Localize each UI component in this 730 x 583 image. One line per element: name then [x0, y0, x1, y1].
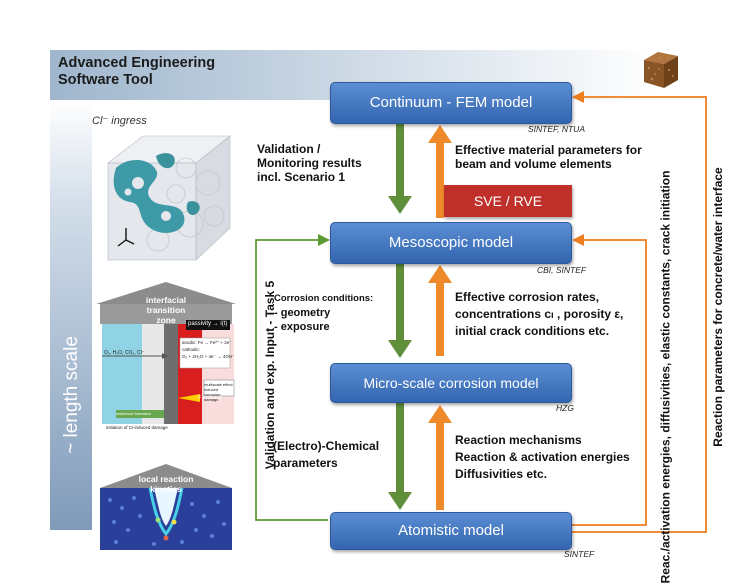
corrosion-conditions-title: Corrosion conditions:: [274, 293, 374, 304]
itz-image: [96, 282, 236, 424]
micro-scale-corrosion-model-label: Micro-scale corrosion model: [363, 375, 539, 391]
itz-rust-caption: multiscale effect induced corrosion dama…: [204, 382, 233, 402]
effective-corrosion-label: Effective corrosion rates, concentration…: [455, 290, 624, 338]
cl-ingress-label: Cl⁻ ingress: [92, 115, 147, 127]
continuum-fem-model-box[interactable]: Continuum - FEM model: [330, 82, 572, 124]
mesoscopic-model-label: Mesoscopic model: [388, 234, 514, 251]
up-arrow-micro-to-meso: [428, 265, 452, 356]
reac-activation-label: Reac./activation energies, diffusivities…: [658, 170, 673, 583]
feedback-loop-inner: [570, 239, 647, 526]
electro-chemical-label: (Electro)-Chemical parameters: [273, 439, 380, 470]
atomistic-institution: SINTEF: [564, 549, 595, 559]
microscale-institution: HZG: [556, 403, 574, 413]
validation-monitoring-label: Validation / Monitoring results incl. Sc…: [257, 142, 362, 184]
itz-damage-label: F damage: [198, 395, 223, 401]
up-arrow-atomistic-to-micro: [428, 405, 452, 510]
feedback-loop-outer: [570, 96, 707, 533]
atomistic-model-label: Atomistic model: [398, 522, 504, 539]
itz-title: interfacial transition zone: [145, 295, 187, 325]
continuum-fem-model-label: Continuum - FEM model: [369, 94, 533, 111]
continuum-institution: SINTEF, NTUA: [528, 124, 585, 134]
validation-input-label: Validation and exp. Input - Task 5: [263, 280, 277, 470]
mesoscopic-institution: CBI, SINTEF: [537, 265, 587, 275]
cl-ingress-image: [107, 135, 231, 261]
itz-anodic-label: anodic: Fe → Fe²⁺ + 2e⁻: [182, 340, 232, 345]
itz-chloride-caption: initiation of Cl-induced damage: [106, 425, 168, 430]
micro-scale-corrosion-model-box[interactable]: Micro-scale corrosion model: [330, 363, 572, 403]
concrete-cube-image: [644, 52, 678, 88]
reaction-mechanisms-label: Reaction mechanisms Reaction & activatio…: [455, 433, 630, 481]
down-arrow-micro-to-atomistic: [388, 403, 412, 510]
app-title-line1: Advanced Engineering: [58, 55, 216, 71]
validation-loop: [255, 239, 328, 521]
atomistic-model-box[interactable]: Atomistic model: [330, 512, 572, 550]
kinetics-title: local reaction kinetics: [138, 474, 194, 494]
itz-cathodic-label: cathodic:: [182, 347, 201, 352]
reaction-kinetics-image: [100, 464, 232, 550]
itz-cathodic-equation: O₂ + 2H₂O + 4e⁻ → 4OH⁻: [182, 354, 235, 359]
itz-passivity-label: passivity → i(t): [188, 321, 228, 327]
mesoscopic-model-box[interactable]: Mesoscopic model: [330, 222, 572, 264]
length-scale-band: [50, 100, 92, 530]
effective-material-label: Effective material parameters for beam a…: [455, 143, 642, 171]
itz-species-label: O₂, H₂O, CO₂, Cl⁻: [104, 350, 145, 356]
down-arrow-continuum-to-meso: [388, 123, 412, 214]
sve-rve-box[interactable]: SVE / RVE: [444, 185, 572, 217]
reaction-parameters-label: Reaction parameters for concrete/water i…: [711, 167, 725, 447]
itz-oxide-caption: oxide/rust formation: [116, 411, 152, 416]
up-arrow-meso-to-continuum: [428, 125, 452, 218]
app-title: Advanced Engineering Software Tool: [58, 55, 215, 89]
corrosion-conditions-items: - geometry - exposure: [274, 307, 331, 333]
flow-arrows: [255, 91, 707, 533]
down-arrow-meso-to-micro: [388, 263, 412, 358]
app-title-line2: Software Tool: [58, 72, 153, 88]
